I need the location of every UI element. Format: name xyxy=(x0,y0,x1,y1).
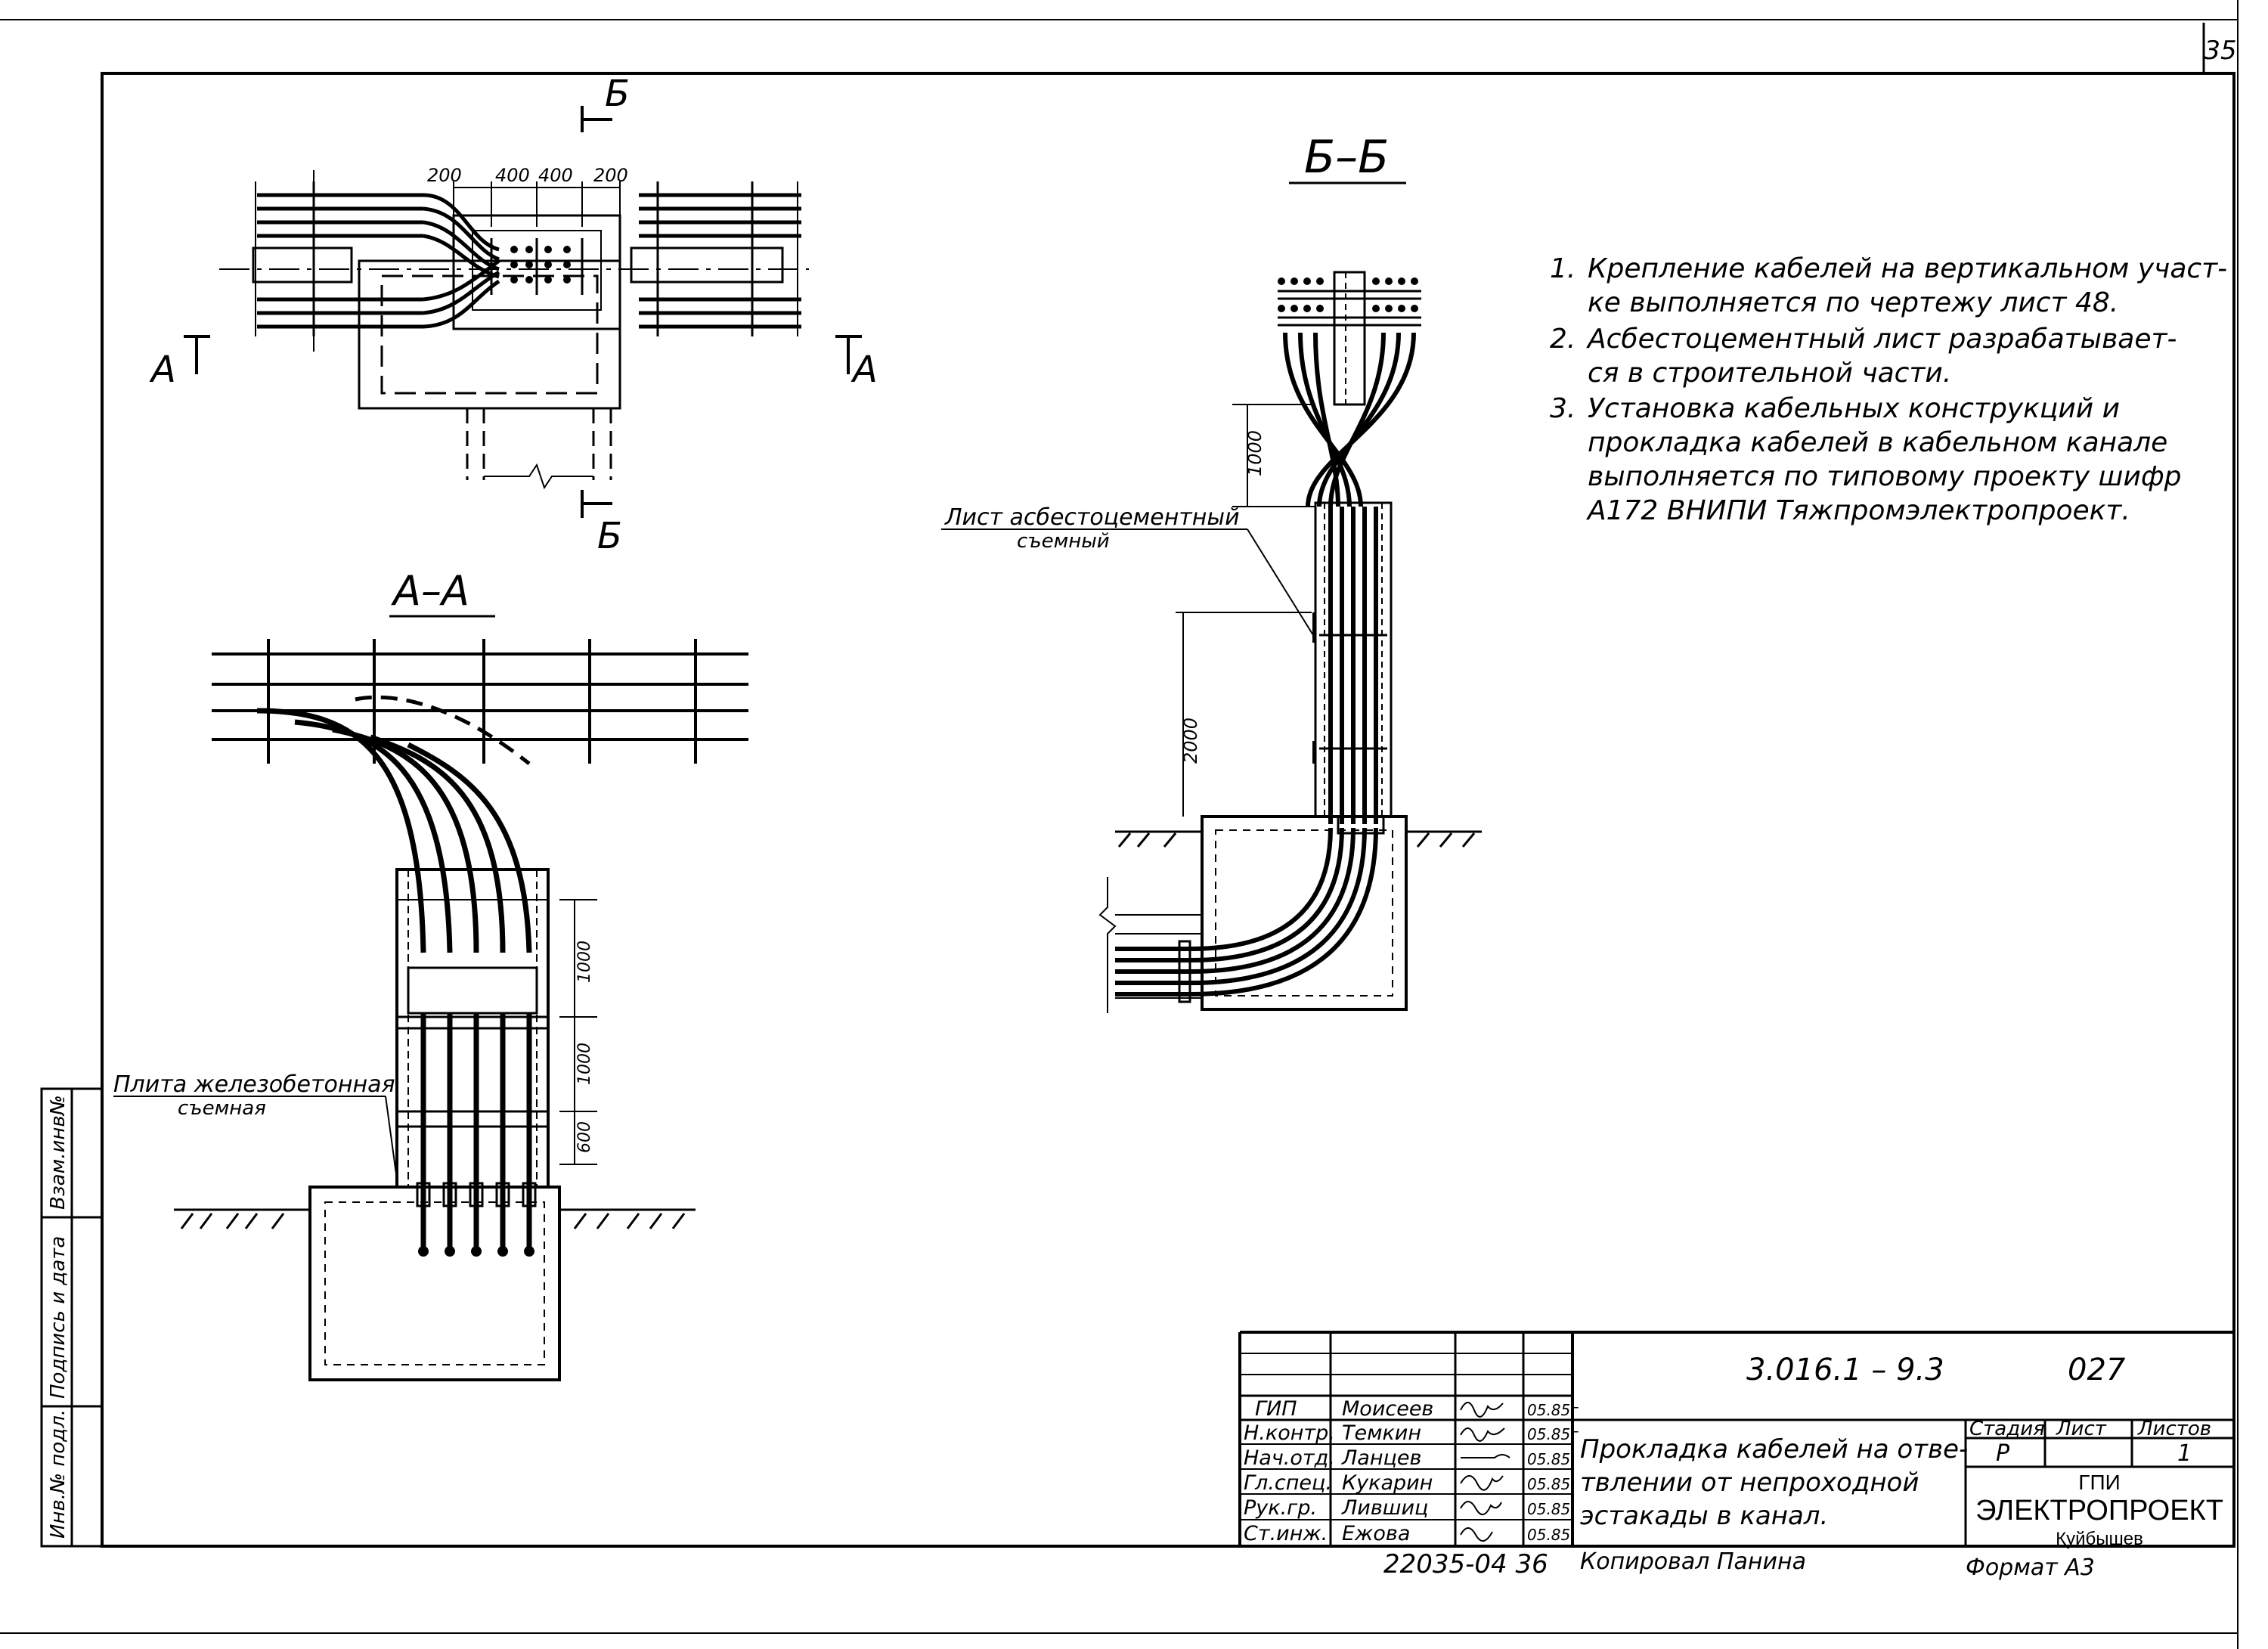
plan-dimension: 200 xyxy=(593,165,628,186)
staff-role: Ст.инж. xyxy=(1244,1522,1328,1545)
plan-dimension: 400 xyxy=(495,165,530,186)
sheets-value: 1 xyxy=(2177,1440,2192,1467)
note-line: Установка кабельных конструкций и xyxy=(1588,393,2120,424)
note-number: 3. xyxy=(1550,393,1576,424)
org-line1: ГПИ xyxy=(2078,1471,2120,1494)
staff-name: Темкин xyxy=(1342,1421,1421,1445)
plan-dimension: 200 xyxy=(427,165,462,186)
section-aa-title: А–А xyxy=(391,567,469,615)
notes: 1. Крепление кабелей на вертикальном уча… xyxy=(1550,253,2227,526)
note-line: А172 ВНИПИ Тяжпромэлектропроект. xyxy=(1586,495,2130,526)
aa-callout-line1: Плита железобетонная xyxy=(113,1071,395,1098)
section-mark-a-left: А xyxy=(149,349,176,391)
plan-view xyxy=(184,106,862,518)
staff-date: 05.85 xyxy=(1527,1450,1570,1468)
doc-number: 027 xyxy=(2068,1353,2126,1387)
left-stamp-strip xyxy=(40,1087,104,1548)
drawing-title: Прокладка кабелей на отве- твлении от не… xyxy=(1580,1434,1968,1531)
staff-date: 05.85 xyxy=(1527,1526,1570,1544)
footer-format: Формат А3 xyxy=(1966,1554,2095,1581)
footer-inventory-number: 22035-04 36 xyxy=(1383,1549,1548,1579)
note-line: ке выполняется по чертежу лист 48. xyxy=(1588,287,2118,318)
section-bb xyxy=(941,271,1482,1013)
doc-code: 3.016.1 – 9.3 xyxy=(1746,1353,1944,1387)
drawing-title-line: твлении от непроходной xyxy=(1580,1468,1919,1498)
sheets-header: Листов xyxy=(2137,1418,2211,1440)
note-line: ся в строительной части. xyxy=(1588,358,1951,389)
staff-role: Нач.отд. xyxy=(1244,1446,1335,1470)
bb-callout-line1: Лист асбестоцементный xyxy=(944,504,1240,531)
staff-date: 05.85г xyxy=(1527,1425,1579,1443)
footer-copied-by: Копировал Панина xyxy=(1580,1548,1806,1575)
section-aa xyxy=(113,639,748,1381)
note-line: Асбестоцементный лист разрабатывает- xyxy=(1586,324,2177,355)
aa-dimension: 1000 xyxy=(575,1043,594,1085)
staff-name: Лившиц xyxy=(1341,1496,1428,1520)
note-line: Крепление кабелей на вертикальном участ- xyxy=(1588,253,2227,284)
stamp-inv-label: Инв.№ подл. xyxy=(47,1409,70,1539)
plan-dimension: 400 xyxy=(538,165,573,186)
section-bb-title: Б–Б xyxy=(1304,131,1389,184)
section-mark-b-bottom: Б xyxy=(597,515,622,557)
bb-callout-line2: съемный xyxy=(1017,530,1110,553)
sheet-header: Лист xyxy=(2056,1418,2107,1440)
bb-dimension: 2000 xyxy=(1180,718,1201,764)
staff-date: 05.85 xyxy=(1527,1500,1570,1518)
staff-role: Гл.спец. xyxy=(1244,1471,1332,1495)
note-line: выполняется по типовому проекту шифр xyxy=(1588,461,2182,492)
bb-dimension: 1000 xyxy=(1244,430,1266,476)
staff-name: Кукарин xyxy=(1342,1471,1433,1495)
staff-name: Моисеев xyxy=(1342,1397,1433,1421)
title-block-staff: ГИП Моисеев 05.85г Н.контр. Темкин 05.85… xyxy=(1244,1397,1579,1545)
title-block xyxy=(1238,1331,2234,1546)
staff-name: Ежова xyxy=(1342,1522,1410,1545)
stamp-replace-label: Взам.инв№ xyxy=(47,1095,70,1210)
stage-value: Р xyxy=(1996,1440,2010,1467)
stage-header: Стадия xyxy=(1969,1418,2045,1440)
note-number: 1. xyxy=(1550,253,1576,284)
aa-callout-line2: съемная xyxy=(178,1097,266,1120)
staff-role: ГИП xyxy=(1255,1397,1297,1421)
sheet-corner-number: 35 xyxy=(2204,36,2236,66)
staff-name: Ланцев xyxy=(1341,1446,1421,1470)
note-number: 2. xyxy=(1550,324,1576,355)
aa-dimension: 1000 xyxy=(575,941,594,983)
org-city: Куйбышев xyxy=(2056,1529,2143,1549)
aa-dimension: 600 xyxy=(575,1121,594,1153)
drawing-title-line: эстакады в канал. xyxy=(1580,1501,1828,1531)
staff-role: Н.контр. xyxy=(1244,1421,1335,1445)
staff-date: 05.85 xyxy=(1527,1475,1570,1493)
drawing-title-line: Прокладка кабелей на отве- xyxy=(1580,1434,1968,1465)
section-mark-b-top: Б xyxy=(605,73,630,115)
stamp-signature-label: Подпись и дата xyxy=(47,1236,70,1399)
org-line2: ЭЛЕКТРОПРОЕКТ xyxy=(1975,1495,2223,1527)
note-line: прокладка кабелей в кабельном канале xyxy=(1588,427,2167,458)
signatures xyxy=(1460,1402,1510,1542)
section-mark-a-right: А xyxy=(850,349,878,391)
staff-role: Рук.гр. xyxy=(1244,1496,1317,1520)
staff-date: 05.85г xyxy=(1527,1401,1579,1419)
